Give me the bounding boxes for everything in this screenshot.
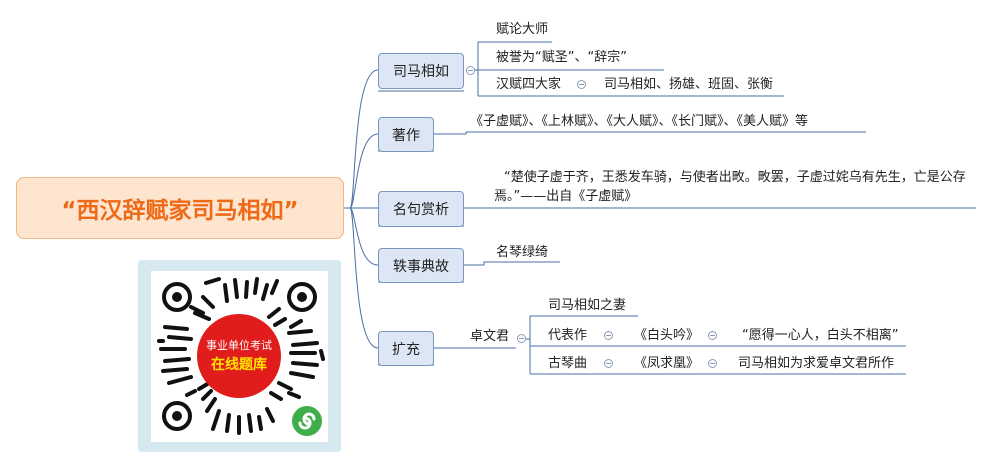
branch-label: 司马相如	[393, 64, 449, 80]
mini-program-icon	[292, 406, 322, 436]
qr-finder-icon	[287, 282, 317, 312]
branch-label: 著作	[392, 127, 420, 144]
leaf-four-masters: 司马相如、扬雄、班固、张衡	[604, 77, 774, 92]
qr-code-card[interactable]: 事业单位考试 在线题库	[138, 260, 341, 452]
leaf-lvqi: 名琴绿绮	[496, 245, 549, 260]
branch-label: 名句赏析	[393, 202, 449, 218]
branch-sima-xiangru[interactable]: 司马相如	[378, 53, 464, 89]
qr-code[interactable]: 事业单位考试 在线题库	[151, 271, 328, 442]
root-topic[interactable]: “西汉辞赋家司马相如”	[16, 177, 344, 239]
collapse-toggle-icon[interactable]	[577, 80, 586, 89]
collapse-toggle-icon[interactable]	[708, 331, 717, 340]
qr-code-pattern: 事业单位考试 在线题库	[157, 277, 325, 436]
leaf-baitouyin: 《白头吟》	[634, 328, 700, 343]
collapse-toggle-icon[interactable]	[604, 359, 613, 368]
qr-badge-line2: 在线题库	[211, 356, 267, 373]
branch-extension[interactable]: 扩充	[378, 331, 434, 366]
leaf-guqin-piece: 古琴曲	[548, 356, 588, 371]
root-title: “西汉辞赋家司马相如”	[61, 198, 299, 224]
qr-finder-icon	[162, 282, 192, 312]
leaf-representative-work: 代表作	[548, 328, 588, 343]
leaf-han-fu-four: 汉赋四大家	[496, 77, 562, 92]
leaf-fusheng: 被誉为“赋圣”、“辞宗”	[496, 50, 627, 65]
branch-famous-quotes[interactable]: 名句赏析	[378, 191, 464, 227]
leaf-quote-line1: “楚使子虚于齐，王悉发车骑，与使者出畋。畋罢，子虚过姹乌有先生，亡是公存	[504, 170, 966, 185]
leaf-fengqiuhuang-note: 司马相如为求爱卓文君所作	[738, 356, 895, 371]
collapse-toggle-icon[interactable]	[466, 66, 475, 75]
branch-works[interactable]: 著作	[378, 117, 434, 152]
qr-badge-line1: 事业单位考试	[206, 338, 272, 352]
collapse-toggle-icon[interactable]	[604, 331, 613, 340]
node-zhuo-wenjun: 卓文君	[470, 329, 510, 344]
branch-label: 扩充	[392, 341, 420, 358]
leaf-fengqiuhuang: 《凤求凰》	[634, 356, 700, 371]
collapse-toggle-icon[interactable]	[517, 334, 526, 343]
leaf-fulun-dashi: 赋论大师	[496, 22, 549, 37]
leaf-baitouyin-quote: “愿得一心人，白头不相离”	[742, 328, 899, 343]
qr-badge	[197, 314, 281, 398]
leaf-quote-line2: 焉。”——出自《子虚赋》	[494, 189, 638, 204]
collapse-toggle-icon[interactable]	[708, 359, 717, 368]
leaf-wife: 司马相如之妻	[548, 298, 627, 313]
qr-finder-icon	[162, 401, 192, 431]
branch-label: 轶事典故	[393, 258, 449, 275]
branch-anecdotes[interactable]: 轶事典故	[378, 248, 464, 283]
leaf-works-list: 《子虚赋》、《上林赋》、《大人赋》、《长门赋》、《美人赋》等	[470, 114, 809, 129]
